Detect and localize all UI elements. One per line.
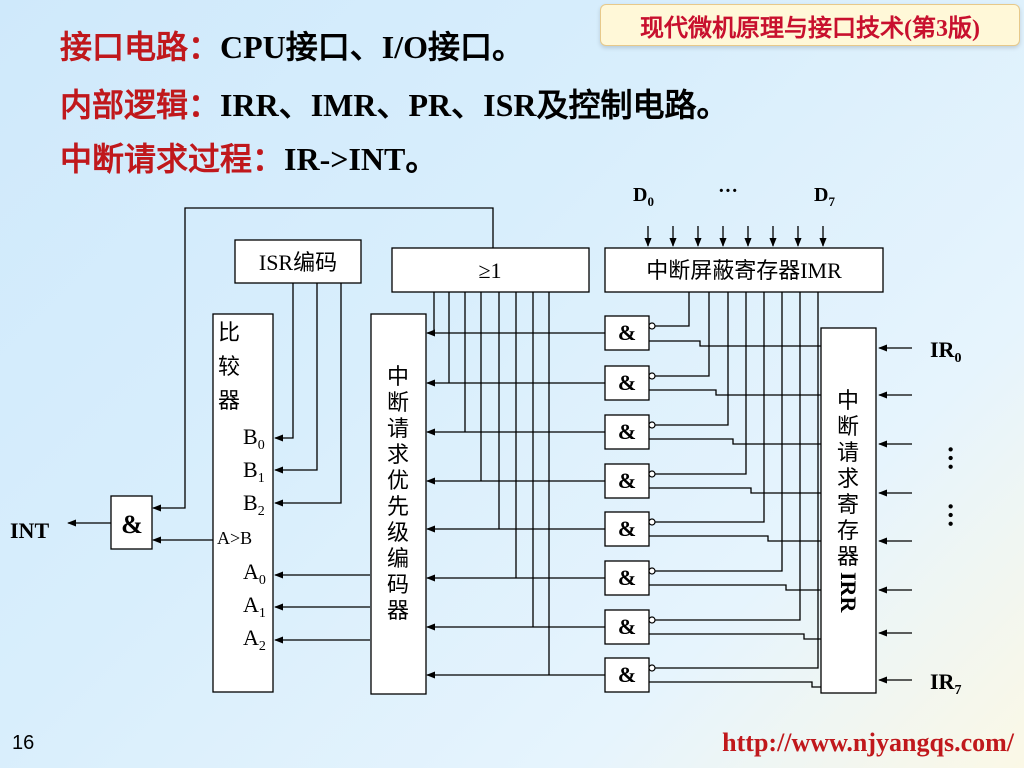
a2-label: A2 [243, 625, 266, 654]
interface-circuit-text: CPU接口、I/O接口。 [220, 29, 525, 65]
d7-label: D7 [814, 184, 835, 209]
ir-ellipsis-upper: ··· [936, 445, 965, 471]
svg-text:IRR: IRR [836, 572, 861, 613]
svg-text:码: 码 [387, 572, 409, 597]
b2-label: B2 [243, 490, 265, 519]
svg-text:&: & [618, 516, 636, 541]
or-to-int-feedback [152, 207, 494, 512]
comparator-char-3: 器 [218, 388, 240, 413]
svg-text:级: 级 [387, 520, 409, 545]
isr-encoder-box [234, 239, 362, 284]
or-input-lines [433, 292, 550, 675]
website-link[interactable]: http://www.njyangqs.com/ [722, 728, 1014, 757]
and-gates [604, 315, 650, 693]
svg-text:优: 优 [387, 468, 409, 493]
comparator-char-2: 较 [218, 354, 240, 379]
svg-text:寄: 寄 [837, 492, 859, 517]
svg-text:&: & [618, 565, 636, 590]
svg-text:求: 求 [837, 466, 859, 491]
internal-logic-text: IRR、IMR、PR、ISR及控制电路。 [220, 87, 729, 123]
svg-text:&: & [618, 370, 636, 395]
internal-logic-line: 内部逻辑：IRR、IMR、PR、ISR及控制电路。 [60, 80, 728, 126]
irr-to-gate-lines [649, 340, 821, 688]
page-number: 16 [12, 732, 35, 754]
isr-to-b2 [274, 283, 342, 507]
svg-text:中: 中 [837, 388, 859, 413]
and-gate-labels: & & & & & & & & [618, 320, 636, 687]
imr-register-box [604, 247, 884, 293]
ir-input-arrows [878, 344, 912, 684]
a-gt-b-label: A>B [217, 528, 252, 548]
svg-text:断: 断 [837, 414, 859, 439]
interrupt-process-label: 中断请求过程： [60, 141, 285, 177]
ir0-label: IR0 [930, 337, 961, 366]
isr-to-b0 [274, 283, 294, 442]
priority-encoder-box [370, 313, 427, 695]
svg-text:中: 中 [387, 364, 409, 389]
irr-register-box [820, 327, 877, 694]
svg-text:&: & [618, 320, 636, 345]
svg-text:&: & [618, 468, 636, 493]
svg-text:请: 请 [837, 440, 859, 465]
comparator-char-1: 比 [218, 320, 240, 345]
inverter-bubbles [648, 322, 656, 672]
int-label: INT [10, 518, 49, 543]
or-label: ≥1 [478, 258, 501, 283]
svg-text:&: & [618, 662, 636, 687]
ir-ellipsis-lower: ··· [936, 502, 965, 528]
encoder-label: 中 断 请 求 优 先 级 编 码 器 [387, 364, 409, 623]
internal-logic-label: 内部逻辑： [60, 87, 221, 123]
svg-text:断: 断 [387, 390, 409, 415]
svg-text:器: 器 [387, 598, 409, 623]
svg-text:&: & [618, 419, 636, 444]
isr-to-b1 [274, 283, 318, 474]
imr-to-gate-lines [654, 292, 819, 669]
isr-label: ISR编码 [259, 250, 337, 275]
svg-text:器: 器 [837, 544, 859, 569]
int-and-label: & [121, 510, 143, 539]
d0-label: D0 [633, 184, 654, 209]
b1-label: B1 [243, 457, 265, 486]
svg-text:先: 先 [387, 494, 409, 519]
and-to-encoder-lines [426, 329, 605, 679]
interface-circuit-line: 接口电路：CPU接口、I/O接口。 [60, 22, 524, 68]
svg-text:存: 存 [837, 518, 859, 543]
connection-wires [67, 207, 912, 688]
svg-text:编: 编 [387, 546, 409, 571]
b0-label: B0 [243, 424, 265, 453]
a1-label: A1 [243, 592, 266, 621]
ir7-label: IR7 [930, 669, 961, 698]
comparator-box [212, 313, 274, 693]
interrupt-process-line: 中断请求过程：IR->INT。 [60, 134, 437, 180]
data-bus-arrows [644, 226, 827, 247]
int-and-gate-box [110, 495, 153, 550]
svg-text:&: & [618, 614, 636, 639]
data-bus-ellipsis: ··· [718, 180, 738, 202]
irr-label: 中 断 请 求 寄 存 器 IRR [836, 388, 861, 613]
a0-label: A0 [243, 559, 266, 588]
svg-text:求: 求 [387, 442, 409, 467]
interrupt-process-text: IR->INT。 [284, 141, 438, 177]
svg-text:请: 请 [387, 416, 409, 441]
or-gate-box [391, 247, 590, 293]
interface-circuit-label: 接口电路： [60, 29, 221, 65]
book-title-badge: 现代微机原理与接口技术(第3版) [600, 4, 1020, 46]
imr-label: 中断屏蔽寄存器IMR [646, 258, 842, 283]
